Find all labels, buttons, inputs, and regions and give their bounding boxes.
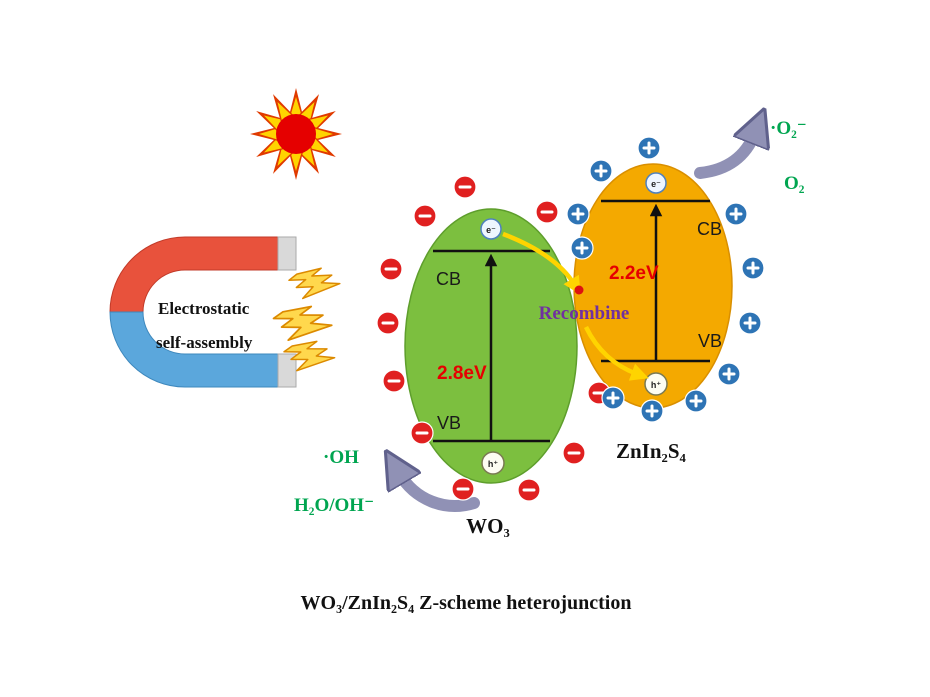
figure-caption: WO₃/ZnIn₂S₄ Z-scheme heterojunction xyxy=(301,592,632,614)
zis-electron-badge: e⁻ xyxy=(645,172,667,194)
magnet-blue-arm xyxy=(109,311,279,388)
wo3-bandgap-label: 2.8eV xyxy=(437,363,487,384)
wo3-electron-label: e⁻ xyxy=(486,225,496,235)
recombine-label: Recombine xyxy=(539,303,630,324)
wo3-cb-label: CB xyxy=(436,269,461,289)
positive-charges-group xyxy=(566,136,765,423)
sun-ray xyxy=(313,127,342,141)
water-hydroxide-label: H₂O/OH⁻ xyxy=(294,495,374,516)
magnet-tip-top xyxy=(277,236,297,271)
wo3-hole-label: h⁺ xyxy=(488,459,498,469)
superoxide-label: ·O₂⁻ xyxy=(770,118,807,139)
zis-band-structure: CB VB 2.2eV e⁻ h⁺ xyxy=(601,172,722,396)
zis-name-label: ZnIn₂S₄ xyxy=(616,439,687,463)
zis-hole-label: h⁺ xyxy=(651,380,661,390)
electrostatic-label-line2: self-assembly xyxy=(156,333,253,352)
sun-ray xyxy=(250,127,279,141)
sun-icon xyxy=(250,88,342,180)
lightning-bolt-icon xyxy=(267,295,337,353)
sun-core xyxy=(276,114,316,154)
electron-transfer-arrow-1 xyxy=(502,231,581,295)
hole-circle-icon xyxy=(481,451,505,475)
water-oxidation-arrow xyxy=(399,473,480,512)
zis-bandgap-label: 2.2eV xyxy=(609,263,659,284)
electron-transfer-arrow-2 xyxy=(583,326,649,381)
zis-hole-badge: h⁺ xyxy=(644,372,668,396)
wo3-vb-label: VB xyxy=(437,413,461,433)
z-scheme-recombination: Recombine xyxy=(502,231,649,381)
oxygen-label: O₂ xyxy=(784,173,805,194)
sun-ray xyxy=(289,151,303,180)
hole-circle-icon xyxy=(644,372,668,396)
wo3-band-structure: CB VB 2.8eV e⁻ h⁺ xyxy=(433,218,550,475)
magnet-icon: Electrostatic self-assembly xyxy=(109,236,297,388)
zis-vb-label: VB xyxy=(698,331,722,351)
electrostatic-label-line1: Electrostatic xyxy=(158,299,250,318)
oxygen-reduction-arrow xyxy=(694,133,755,179)
wo3-name-label: WO₃ xyxy=(466,514,510,538)
hydroxyl-radical-label: ·OH xyxy=(323,447,359,468)
zis-electron-label: e⁻ xyxy=(651,179,661,189)
electron-circle-icon xyxy=(645,172,667,194)
negative-charges-group xyxy=(376,175,611,502)
sun-ray xyxy=(289,88,303,117)
electron-circle-icon xyxy=(480,218,502,240)
recombination-dot xyxy=(574,285,584,295)
zis-cb-label: CB xyxy=(697,219,722,239)
wo3-electron-badge: e⁻ xyxy=(480,218,502,240)
magnet-tip-bottom xyxy=(277,353,297,388)
wo3-hole-badge: h⁺ xyxy=(481,451,505,475)
